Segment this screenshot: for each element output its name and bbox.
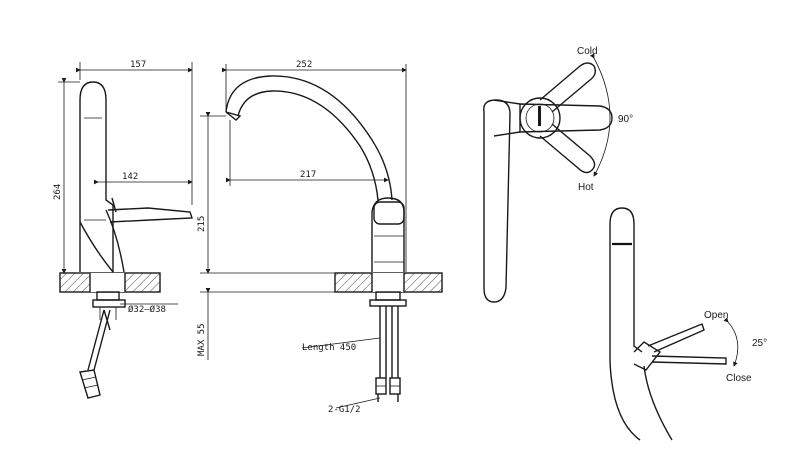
- lever-close: [651, 355, 727, 365]
- dim-264: 264: [53, 184, 63, 200]
- lever-top-center: [519, 103, 613, 133]
- spout-outer: [225, 75, 393, 201]
- label-hot: Hot: [578, 182, 594, 193]
- dim-215: 215: [197, 216, 207, 232]
- top-view-rotation: Cold Hot 90°: [483, 46, 633, 303]
- side-view-lever-angle: Open Close 25°: [609, 207, 767, 441]
- dim-157: 157: [130, 60, 146, 70]
- label-open: Open: [704, 310, 728, 321]
- dim-217: 217: [300, 170, 316, 180]
- label-cold: Cold: [577, 46, 598, 57]
- label-close: Close: [726, 373, 752, 384]
- faucet-body-front: [371, 197, 405, 272]
- faucet-body-small: [609, 207, 643, 360]
- lever-side: [107, 207, 193, 223]
- dim-252: 252: [296, 60, 312, 70]
- label-hose-length: Length 450: [302, 343, 356, 353]
- dim-max-55: MAX 55: [197, 323, 207, 356]
- spout-top: [483, 99, 511, 303]
- lever-open: [647, 323, 705, 353]
- label-connection: 2-G1/2: [328, 405, 361, 415]
- label-rotation-angle: 90°: [618, 114, 633, 125]
- dim-142: 142: [122, 172, 138, 182]
- dim-hole-diameter: Ø32–Ø38: [128, 304, 166, 315]
- label-lever-angle: 25°: [752, 338, 767, 349]
- faucet-body-side: [79, 81, 114, 272]
- hose-left: [87, 309, 105, 371]
- front-view: 252 217 215 MAX 55 Length 450 2-G1/2: [197, 60, 443, 415]
- side-view: 157 142 264 Ø32–Ø38: [53, 60, 193, 399]
